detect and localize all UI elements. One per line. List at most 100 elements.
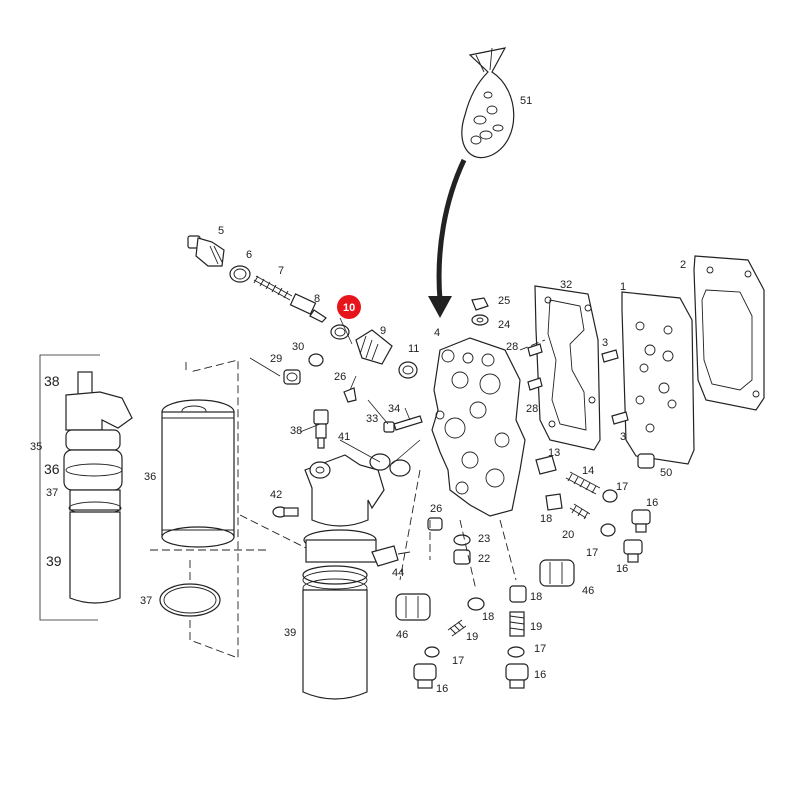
screw-26 [343,387,357,403]
fitting-46a [539,559,575,587]
fitting-13 [535,455,557,475]
label-29: 29 [270,353,282,365]
label-3a: 3 [602,337,608,349]
label-17b: 17 [586,547,598,559]
fitting-44 [371,545,411,567]
label-23: 23 [478,533,490,545]
spring-19a [509,611,525,637]
highlight-marker-10 [337,295,361,319]
label-16d: 16 [436,683,448,695]
cartridge-5 [187,235,225,267]
label-37b: 37 [140,595,152,607]
label-38b: 38 [290,425,302,437]
label-17d: 17 [452,655,464,667]
washer-23 [453,534,471,546]
spring-20 [569,503,591,520]
valve-9 [355,329,393,365]
label-17c: 17 [534,643,546,655]
screw-28a [527,343,543,357]
plug-16c [505,663,529,689]
plug-16d [413,663,437,689]
valve-block-4 [431,337,526,517]
bolt-34 [383,415,423,433]
label-5: 5 [218,225,224,237]
spring-19b [447,619,467,637]
label-16c: 16 [534,669,546,681]
label-22: 22 [478,553,490,565]
label-36b: 36 [144,471,156,483]
label-14: 14 [582,465,594,477]
label-1: 1 [620,281,626,293]
label-11: 11 [408,343,419,355]
o-ring-17d [424,646,440,658]
label-20: 20 [562,529,574,541]
bolt-42 [272,506,299,518]
label-19a: 19 [530,621,542,633]
filter-bowl-39 [302,565,368,700]
plug-16b [623,539,643,563]
fitting-18b [509,585,527,603]
o-ring-17a [602,489,618,503]
spring-14 [565,471,601,495]
label-34: 34 [388,403,400,415]
label-32: 32 [560,279,572,291]
fitting-18c [467,597,485,611]
plug-22 [453,549,471,565]
o-ring-10 [330,324,350,340]
gasket-2 [693,255,765,411]
parts-bag-icon [461,47,515,159]
gasket-32 [534,285,601,451]
label-7: 7 [278,265,284,277]
screw-3a [601,349,619,363]
label-38a: 38 [44,373,60,389]
label-24: 24 [498,319,510,331]
o-ring-6 [229,265,251,283]
poppet-8 [289,293,327,323]
label-6: 6 [246,249,252,261]
screw-28b [527,377,543,391]
label-28b: 28 [526,403,538,415]
label-36a: 36 [44,461,60,477]
label-10: 10 [343,302,355,314]
label-8: 8 [314,293,320,305]
label-26a: 26 [334,371,346,383]
cover-plate-1 [621,291,695,465]
label-37a: 37 [46,487,58,499]
label-4: 4 [434,327,440,339]
label-25: 25 [498,295,510,307]
label-16b: 16 [616,563,628,575]
label-26b: 26 [430,503,442,515]
label-2: 2 [680,259,686,271]
washer-24 [471,314,489,326]
label-16a: 16 [646,497,658,509]
filter-head-center [303,454,385,563]
label-18a: 18 [540,513,552,525]
filter-element [161,399,235,548]
label-41: 41 [338,431,350,443]
spring-7 [253,275,293,301]
nut-25 [471,297,489,311]
label-9: 9 [380,325,386,337]
plug-29 [283,369,301,385]
label-44: 44 [392,567,404,579]
label-18c: 18 [482,611,494,623]
fitting-18a [545,493,563,511]
label-39b: 39 [284,627,296,639]
label-46b: 46 [396,629,408,641]
label-35: 35 [30,441,42,453]
arrow-down-icon [428,158,467,318]
label-50: 50 [660,467,672,479]
label-39a: 39 [46,553,62,569]
o-ring-30 [308,353,324,367]
label-17a: 17 [616,481,628,493]
label-46a: 46 [582,585,594,597]
label-33: 33 [366,413,378,425]
o-ring-11 [398,361,418,379]
label-19b: 19 [466,631,478,643]
screw-3b [611,411,629,425]
fitting-46b [395,593,431,621]
label-51: 51 [520,95,532,107]
assembly-bracket [39,354,100,621]
o-ring-17b [600,523,616,537]
